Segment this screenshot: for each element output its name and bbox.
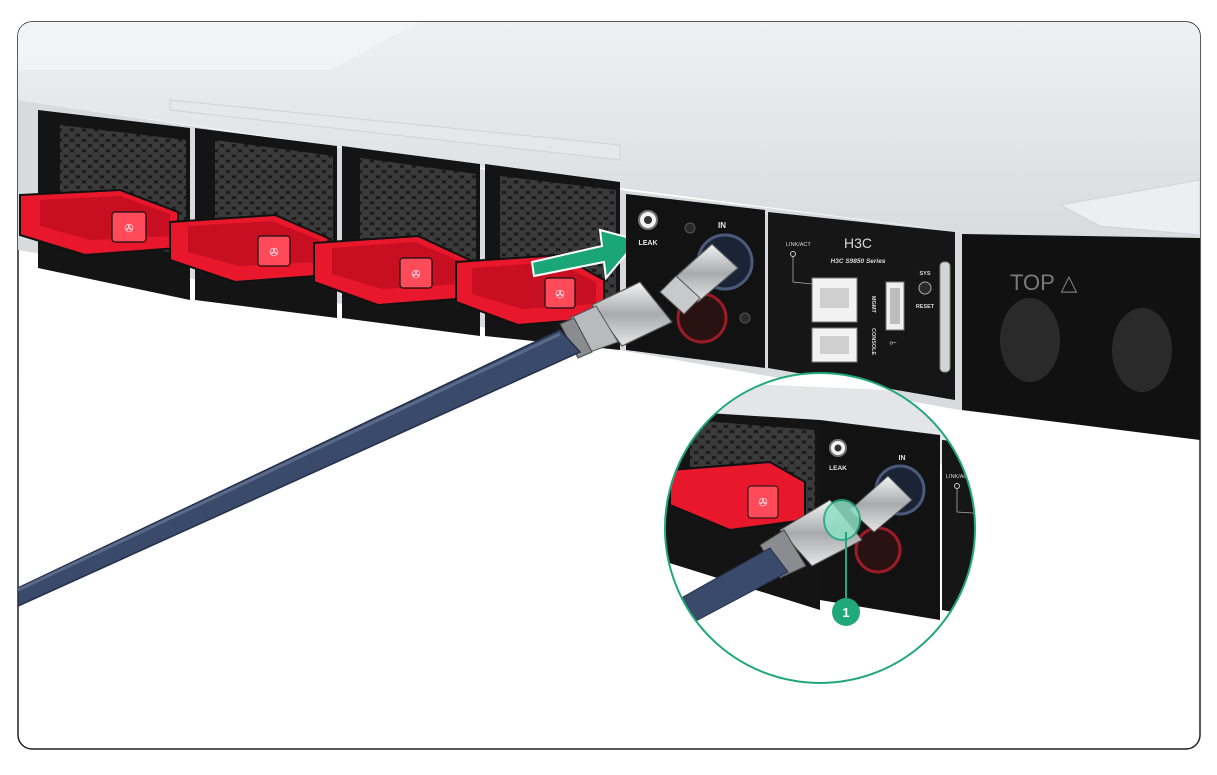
- callout-leak-label: LEAK: [829, 465, 847, 472]
- callout-marker-number: 1: [842, 605, 849, 620]
- fan-handle-1[interactable]: ✇: [19, 188, 179, 257]
- chassis-top-ridge: [169, 99, 621, 161]
- vent-hole: [1112, 308, 1172, 392]
- direction-arrow-icon: [530, 228, 640, 281]
- hose-highlight: [18, 332, 561, 592]
- highlighted-coupling: [823, 499, 861, 541]
- chassis-top-corner: [1058, 179, 1200, 236]
- series-label: H3C S9850 Series: [831, 258, 886, 265]
- linkact-label: LINK/ACT: [786, 242, 811, 248]
- management-module: H3C H3C S9850 Series LINK/ACT MGMT CONSO…: [768, 212, 955, 400]
- in-label: IN: [718, 221, 726, 230]
- sys-led: [918, 281, 932, 295]
- screw: [684, 222, 696, 234]
- blank-panel: TOP △: [962, 234, 1200, 440]
- sys-label: SYS: [919, 271, 930, 277]
- callout-in-label: IN: [899, 455, 906, 462]
- in-connector[interactable]: [659, 243, 739, 315]
- mgmt-label: MGMT: [870, 296, 876, 313]
- screw: [739, 312, 751, 324]
- fan-symbol-icon: ✇: [758, 497, 767, 509]
- module-latch[interactable]: [939, 261, 951, 373]
- fan-symbol-icon: ✇: [124, 223, 133, 235]
- brand-logo: H3C: [844, 235, 872, 251]
- fan-symbol-icon: ✇: [411, 269, 420, 281]
- chassis-top-highlight: [18, 22, 420, 70]
- chassis-top: [18, 22, 1200, 235]
- vent-hole: [1000, 298, 1060, 382]
- callout-linkact-label: LINK/ACT: [946, 474, 971, 480]
- usb-icon: ⟜: [889, 337, 896, 347]
- top-label: TOP △: [1010, 270, 1078, 295]
- reset-label: RESET: [916, 304, 935, 310]
- coolant-hose: [18, 329, 582, 608]
- fan-symbol-icon: ✇: [555, 289, 564, 301]
- linkact-led: [790, 251, 796, 257]
- callout-magnifier: ✇ LEAK IN LINK/ACT: [664, 372, 976, 684]
- console-label: CONSOLE: [870, 328, 876, 356]
- callout-circle-border: [664, 372, 976, 684]
- fan-handle-3[interactable]: ✇: [313, 234, 471, 307]
- hose-connector[interactable]: [559, 281, 673, 359]
- fan-handle-2[interactable]: ✇: [169, 213, 329, 284]
- leak-label: LEAK: [638, 240, 657, 247]
- fan-symbol-icon: ✇: [269, 247, 278, 259]
- callout-marker: [832, 598, 860, 626]
